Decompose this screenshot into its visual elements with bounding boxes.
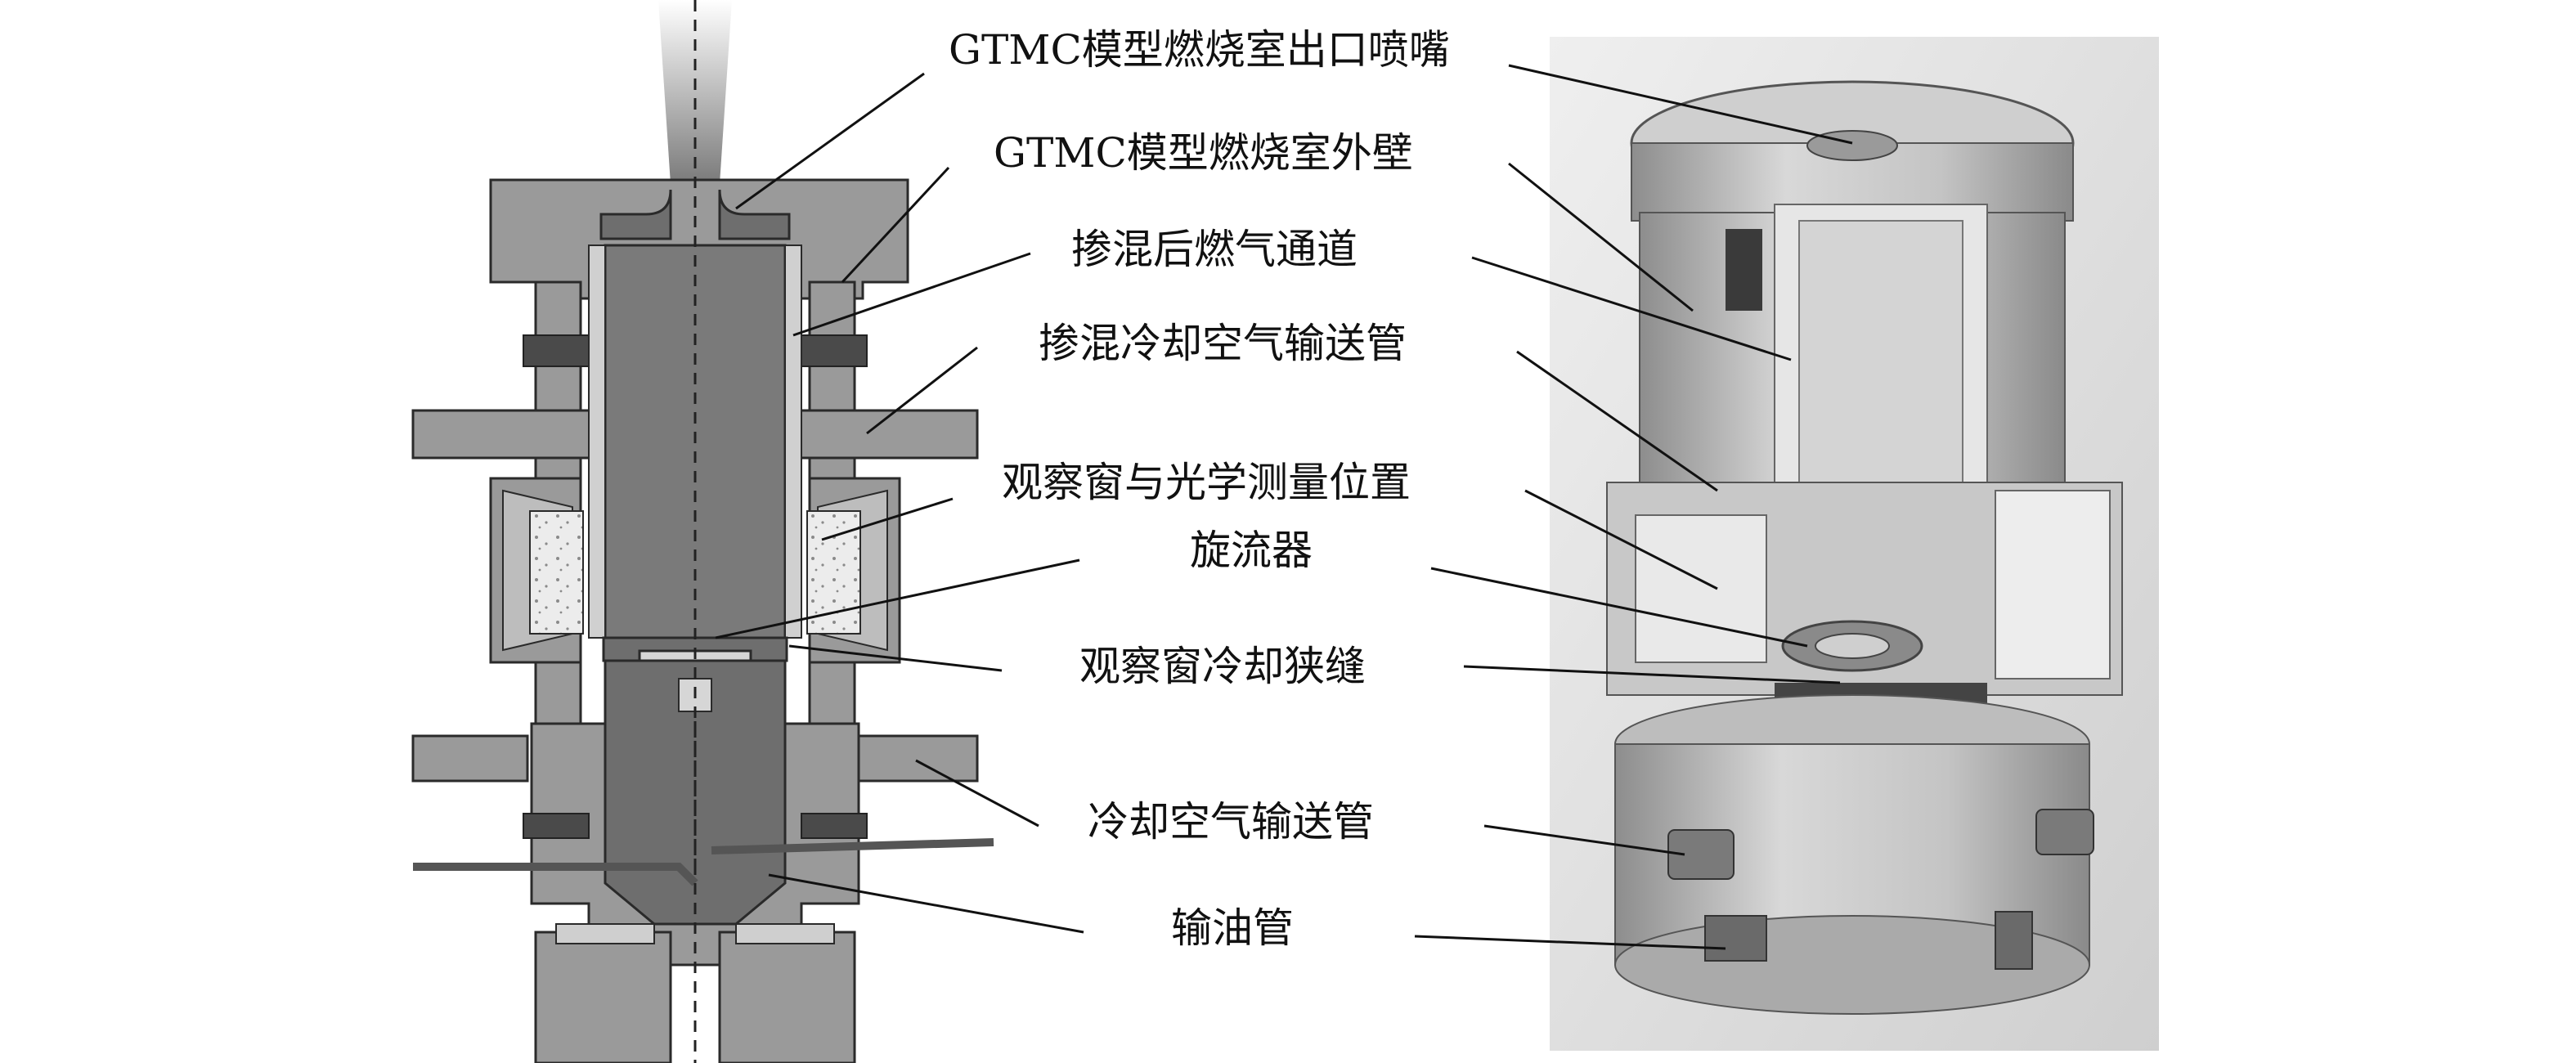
- mixed-gas-channel-left: [588, 244, 606, 639]
- base-right: [718, 931, 856, 1063]
- swirler-hub-3d: [1815, 633, 1890, 659]
- window-pane-right: [1995, 490, 2111, 680]
- leader-window-left: [821, 497, 954, 541]
- base-left: [534, 931, 672, 1063]
- leader-outer-wall-left: [841, 166, 950, 284]
- leader-mixing-pipe-right: [1516, 350, 1718, 492]
- leader-outer-wall-right: [1508, 162, 1694, 312]
- base-ring-left: [555, 923, 655, 944]
- leader-slit-right: [1463, 665, 1841, 684]
- leader-nozzle-right: [1508, 64, 1853, 145]
- cooling-air-pipe-left: [411, 734, 529, 783]
- label-mixed-gas-channel: 掺混后燃气通道: [1071, 226, 1358, 273]
- leader-window-right: [1524, 489, 1718, 590]
- label-oil-pipe: 输油管: [1171, 904, 1294, 952]
- leader-nozzle-left: [735, 72, 925, 210]
- leader-gas-channel-left: [792, 252, 1031, 337]
- leader-swirler-left: [715, 558, 1080, 639]
- label-cooling-air-pipe: 冷却空气输送管: [1088, 798, 1374, 845]
- leader-oil-pipe-right: [1414, 935, 1726, 950]
- bolt-lower-left: [523, 813, 590, 839]
- cooling-air-pipe-right: [857, 734, 979, 783]
- bolt-left: [523, 334, 590, 367]
- fitting-right: [2035, 809, 2094, 855]
- oil-pipe-right: [711, 838, 994, 854]
- dark-block: [1726, 229, 1762, 311]
- cooling-air-fitting-3d: [1667, 829, 1735, 880]
- mixed-gas-channel-right: [784, 244, 802, 639]
- window-pane-left: [1635, 514, 1767, 663]
- bolt-lower-right: [801, 813, 868, 839]
- cross-section-drawing: [411, 0, 994, 1063]
- label-window-optical: 观察窗与光学测量位置: [1002, 459, 1411, 506]
- label-nozzle: GTMC模型燃烧室出口喷嘴: [949, 26, 1450, 74]
- nozzle-lip-right: [718, 189, 791, 240]
- leader-lines: [715, 64, 1853, 950]
- leader-cooling-pipe-left: [915, 759, 1039, 828]
- label-mixing-cooling-air-pipe: 掺混冷却空气输送管: [1039, 320, 1407, 367]
- nozzle-lip-left: [599, 189, 672, 240]
- inner-liner: [1798, 220, 1963, 491]
- leader-cooling-pipe-right: [1483, 824, 1685, 856]
- leader-oil-pipe-left: [768, 873, 1084, 934]
- oil-fitting-3d: [1704, 915, 1767, 962]
- bolt-right: [801, 334, 868, 367]
- label-swirler: 旋流器: [1190, 527, 1313, 574]
- exhaust-plume: [658, 0, 732, 184]
- leader-slit-left: [788, 644, 1003, 672]
- base-ring-right: [735, 923, 835, 944]
- leader-mixing-pipe-left: [866, 346, 978, 435]
- rendered-model: [1550, 37, 2159, 1051]
- fitting-lower-right: [1995, 911, 2033, 970]
- label-window-cooling-slit: 观察窗冷却狭缝: [1079, 643, 1366, 690]
- oil-pipe-drawing: [413, 863, 698, 886]
- leader-gas-channel-right: [1471, 256, 1792, 361]
- leader-swirler-right: [1430, 567, 1808, 648]
- label-outer-wall: GTMC模型燃烧室外壁: [994, 129, 1413, 177]
- quartz-window-left: [529, 510, 584, 635]
